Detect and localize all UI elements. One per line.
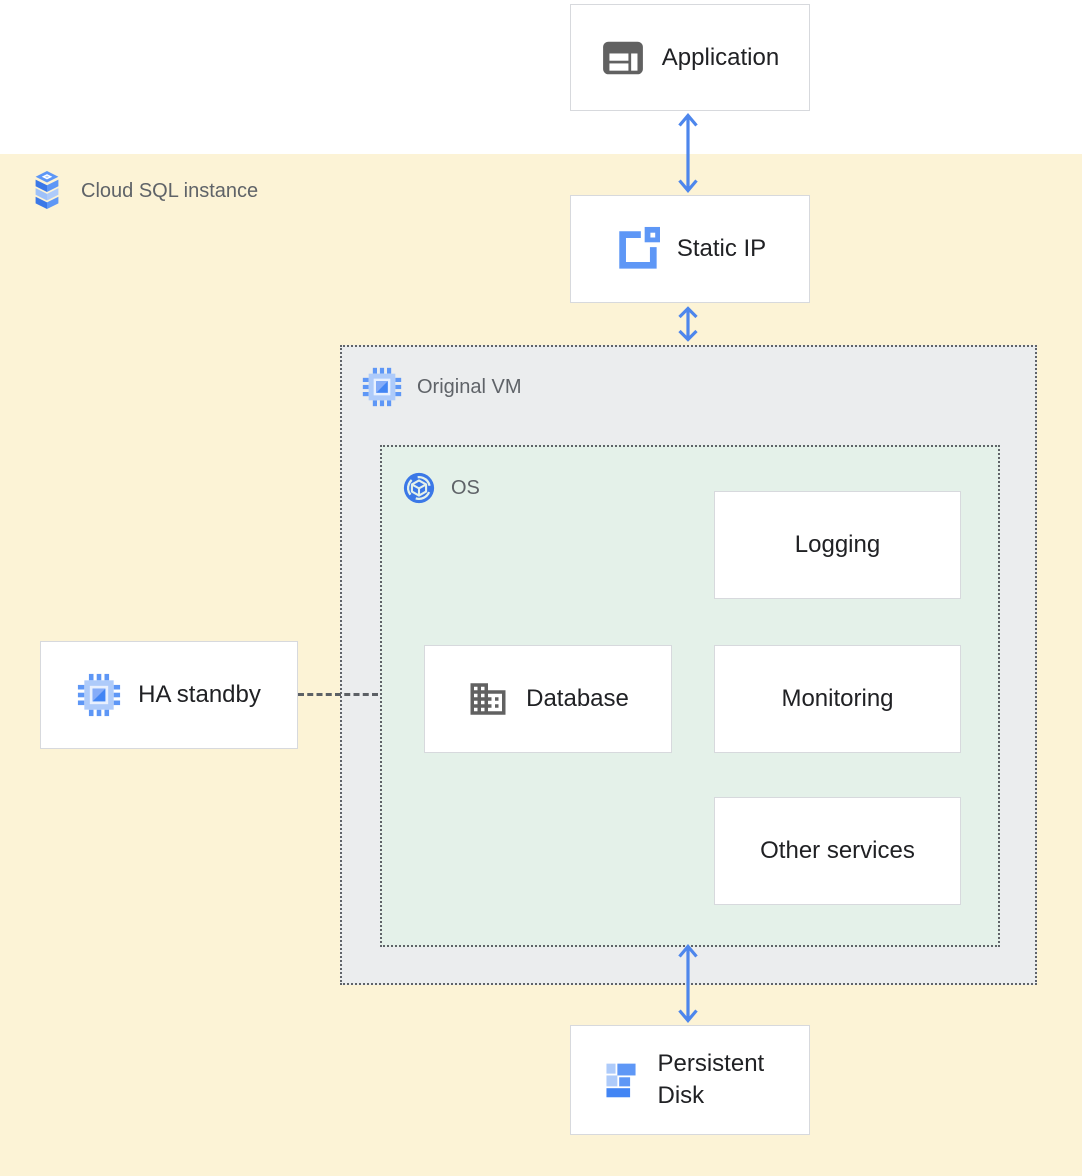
persistent-disk-node: Persistent Disk (570, 1025, 810, 1135)
original-vm-label: Original VM (417, 375, 522, 398)
logging-node: Logging (714, 491, 961, 599)
original-vm-container: Original VM OS Lo (340, 345, 1037, 985)
original-vm-label-group: Original VM (362, 367, 521, 407)
logging-label: Logging (794, 531, 881, 558)
persistent-disk-label: Persistent Disk (657, 1050, 765, 1109)
application-window-icon (601, 39, 645, 77)
arrow-os-persistentdisk (678, 944, 698, 1023)
application-node: Application (570, 4, 810, 111)
cloud-sql-instance-label: Cloud SQL instance (81, 179, 259, 202)
arrow-application-staticip (678, 113, 698, 193)
os-image-icon (402, 471, 436, 505)
database-node: Database (424, 645, 672, 753)
database-label: Database (526, 685, 629, 712)
ha-standby-node: HA standby (40, 641, 298, 749)
monitoring-label: Monitoring (781, 685, 894, 712)
external-ip-icon (614, 226, 660, 272)
application-label: Application (661, 43, 780, 71)
arrow-staticip-vm (678, 306, 698, 342)
cloud-sql-instance-label-group: Cloud SQL instance (28, 170, 258, 212)
monitoring-node: Monitoring (714, 645, 961, 753)
other-services-label: Other services (760, 837, 915, 864)
compute-engine-icon (77, 673, 121, 717)
os-label-group: OS (402, 471, 480, 505)
cloud-sql-icon (28, 170, 66, 212)
os-container: OS Logging Database Monitoring (380, 445, 1000, 947)
connector-hastandby-vm (298, 693, 378, 696)
static-ip-node: Static IP (570, 195, 810, 303)
static-ip-label: Static IP (676, 235, 767, 262)
building-icon (467, 678, 509, 720)
compute-engine-icon (362, 367, 402, 407)
other-services-node: Other services (714, 797, 961, 905)
persistent-disk-icon (601, 1058, 641, 1102)
ha-standby-label: HA standby (138, 681, 261, 708)
os-label: OS (451, 476, 480, 499)
